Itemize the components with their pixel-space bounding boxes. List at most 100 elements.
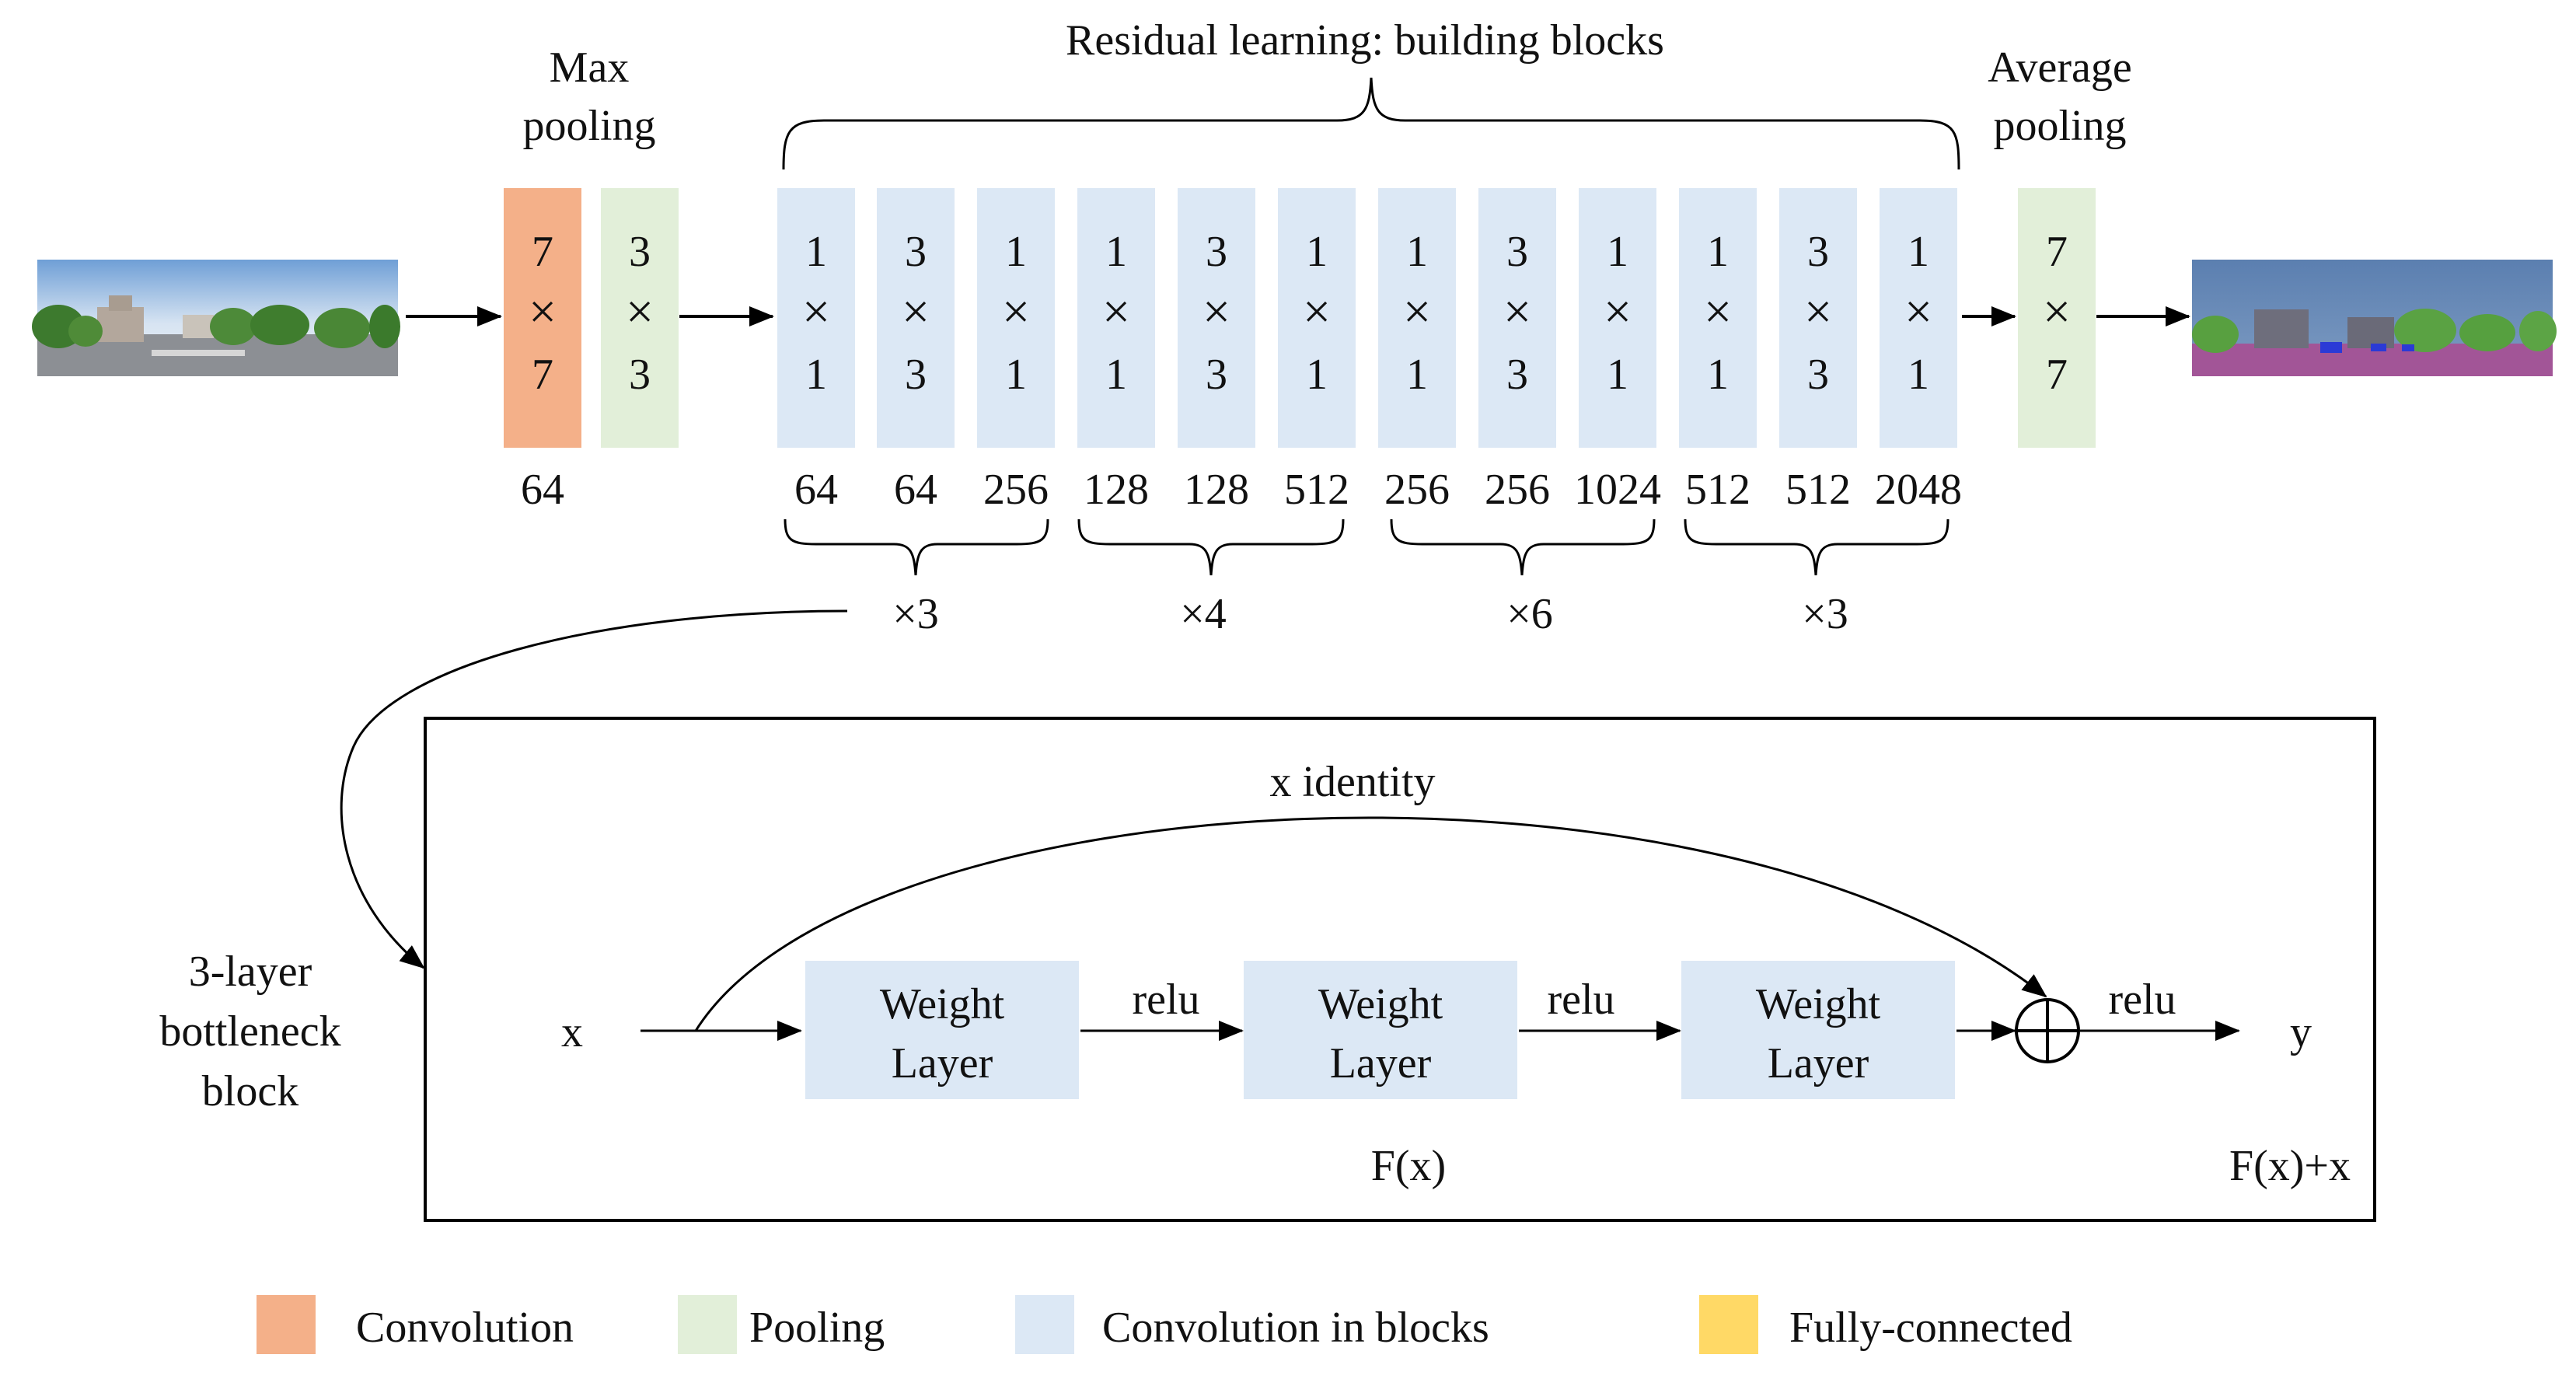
block-layer-3-kernel-b: 1 — [1005, 351, 1027, 399]
block-layer-9: 1 × 1 1024 — [1574, 188, 1661, 514]
block-layer-6: 1 × 1 512 — [1278, 188, 1356, 514]
block-layer-6-times: × — [1303, 284, 1331, 339]
max-pooling-label-line2: pooling — [522, 102, 655, 150]
residual-learning-title: Residual learning: building blocks — [1066, 16, 1664, 65]
block-layer-12-rect — [1880, 188, 1957, 448]
legend-swatch-convolution-in-blocks — [1015, 1295, 1074, 1354]
block-layer-3: 1 × 1 256 — [977, 188, 1055, 514]
block-layer-10: 1 × 1 512 — [1679, 188, 1757, 514]
block-layer-8-kernel-a: 3 — [1506, 228, 1528, 276]
block-layer-6-kernel-b: 1 — [1306, 351, 1328, 399]
block-layer-7-kernel-b: 1 — [1406, 351, 1428, 399]
block-layer-10-kernel-b: 1 — [1707, 351, 1729, 399]
block-layer-2-kernel-a: 3 — [905, 228, 927, 276]
block-layer-8: 3 × 3 256 — [1478, 188, 1556, 514]
conv7x7-box-kernel-b: 7 — [532, 351, 553, 399]
block-layer-10-kernel-a: 1 — [1707, 228, 1729, 276]
weight-layer-3-line2: Layer — [1768, 1039, 1869, 1087]
block-layer-12-kernel-b: 1 — [1908, 351, 1929, 399]
conv7x7-box-rect — [504, 188, 581, 448]
block-layer-5-times: × — [1202, 284, 1230, 339]
bottleneck-label-line3: block — [202, 1067, 298, 1115]
block-layer-3-kernel-a: 1 — [1005, 228, 1027, 276]
conv7x7-box-kernel-a: 7 — [532, 228, 553, 276]
legend-label-pooling: Pooling — [749, 1304, 885, 1352]
block-layer-9-channels: 1024 — [1574, 466, 1661, 514]
block-layer-2-times: × — [902, 284, 930, 339]
relu-label-1: relu — [1132, 976, 1199, 1024]
block-layer-5-rect — [1178, 188, 1255, 448]
block-layer-3-rect — [977, 188, 1055, 448]
maxpool3x3-box-kernel-a: 3 — [629, 228, 651, 276]
weight-layer-2-line2: Layer — [1330, 1039, 1432, 1087]
input-x-label: x — [561, 1008, 583, 1056]
conv7x7-box: 7×764 — [504, 188, 581, 514]
sum-node-icon — [2015, 998, 2080, 1063]
block-layer-1: 1×164 — [777, 188, 855, 514]
layer-boxes: 7×7643×31×1643×3641×12561×11283×31281×15… — [504, 188, 2096, 514]
legend-label-fully-connected: Fully-connected — [1789, 1304, 2072, 1352]
weight-layer-1: Weight Layer — [805, 961, 1079, 1099]
block-layer-9-kernel-b: 1 — [1607, 351, 1628, 399]
block-layer-4-channels: 128 — [1084, 466, 1149, 514]
legend: Convolution Pooling Convolution in block… — [257, 1295, 2072, 1354]
stage2-brace — [1077, 518, 1345, 576]
block-layer-11-kernel-b: 3 — [1807, 351, 1829, 399]
block-layer-8-channels: 256 — [1485, 466, 1550, 514]
block-layer-11-channels: 512 — [1785, 466, 1851, 514]
fx-label: F(x) — [1371, 1142, 1446, 1190]
block-layer-4-kernel-a: 1 — [1105, 228, 1127, 276]
output-segmentation-image — [2192, 260, 2557, 376]
block-layer-9-times: × — [1604, 284, 1632, 339]
block-layer-11-kernel-a: 3 — [1807, 228, 1829, 276]
weight-layer-1-line1: Weight — [880, 980, 1005, 1028]
block-layer-12-kernel-a: 1 — [1908, 228, 1929, 276]
block-layer-9-kernel-a: 1 — [1607, 228, 1628, 276]
block-layer-1-channels: 64 — [794, 466, 838, 514]
block-layer-8-rect — [1478, 188, 1556, 448]
block-layer-10-channels: 512 — [1685, 466, 1750, 514]
block-layer-8-times: × — [1503, 284, 1531, 339]
block-layer-3-channels: 256 — [983, 466, 1049, 514]
stage1-repeat: ×3 — [892, 590, 939, 638]
residual-blocks-brace — [782, 77, 1960, 170]
block-layer-1-rect — [777, 188, 855, 448]
avgpool7x7-box-rect — [2018, 188, 2096, 448]
block-layer-4-rect — [1077, 188, 1155, 448]
average-pooling-label-line1: Average — [1988, 44, 2132, 92]
stage4-brace — [1684, 518, 1949, 576]
avgpool7x7-box-times: × — [2043, 284, 2071, 339]
weight-layer-3-line1: Weight — [1756, 980, 1881, 1028]
block-layer-10-rect — [1679, 188, 1757, 448]
legend-swatch-convolution — [257, 1295, 316, 1354]
block-layer-2-rect — [877, 188, 955, 448]
avgpool7x7-box-kernel-b: 7 — [2046, 351, 2068, 399]
weight-layer-3: Weight Layer — [1681, 961, 1955, 1099]
block-layer-7-kernel-a: 1 — [1406, 228, 1428, 276]
input-image — [32, 260, 400, 376]
block-layer-4-times: × — [1102, 284, 1130, 339]
output-y-label: y — [2290, 1008, 2312, 1056]
block-layer-12-times: × — [1904, 284, 1932, 339]
block-layer-6-kernel-a: 1 — [1306, 228, 1328, 276]
weight-layer-2-line1: Weight — [1318, 980, 1443, 1028]
average-pooling-label-line2: pooling — [1993, 102, 2126, 150]
block-layer-1-kernel-a: 1 — [805, 228, 827, 276]
block-layer-10-times: × — [1704, 284, 1732, 339]
block-layer-8-kernel-b: 3 — [1506, 351, 1528, 399]
block-layer-3-times: × — [1002, 284, 1030, 339]
stage3-repeat: ×6 — [1506, 590, 1553, 638]
bottleneck-label-line1: 3-layer — [189, 948, 312, 996]
block-layer-11-rect — [1779, 188, 1857, 448]
stage3-brace — [1390, 518, 1656, 576]
legend-swatch-pooling — [678, 1295, 737, 1354]
block-layer-6-rect — [1278, 188, 1356, 448]
maxpool3x3-box-rect — [601, 188, 679, 448]
expand-arrow — [340, 609, 848, 969]
block-layer-6-channels: 512 — [1284, 466, 1349, 514]
weight-layer-2: Weight Layer — [1244, 961, 1517, 1099]
avgpool7x7-box: 7×7 — [2018, 188, 2096, 448]
